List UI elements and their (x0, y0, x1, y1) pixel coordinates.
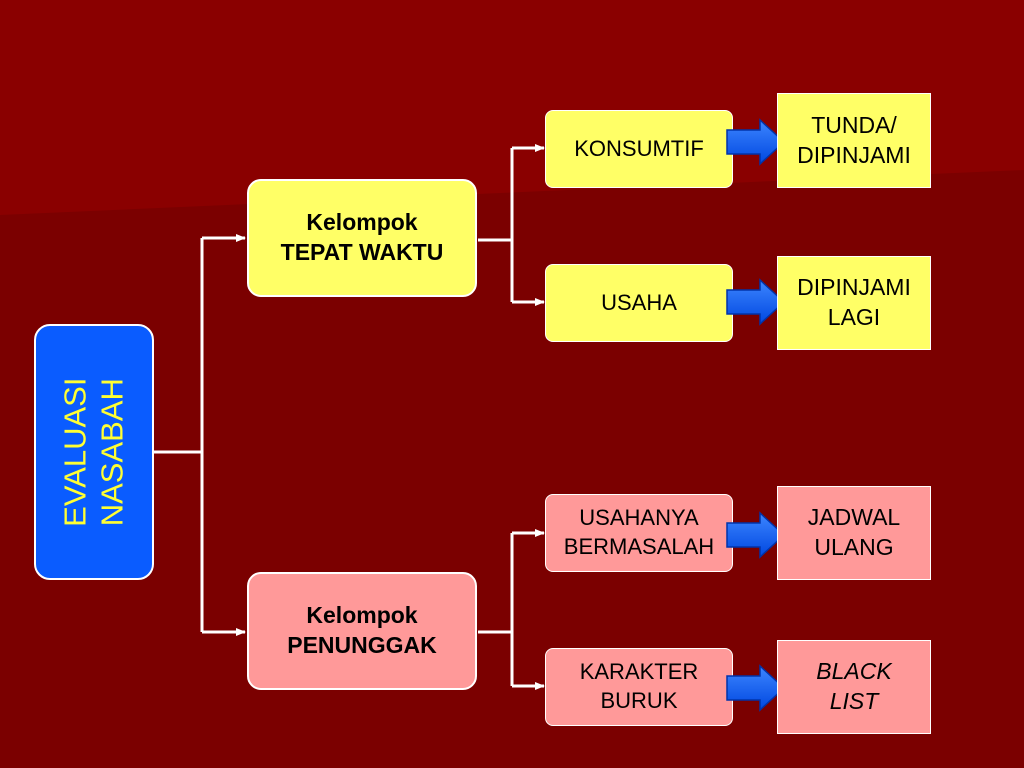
result-tunda-dipinjami: TUNDA/ DIPINJAMI (777, 93, 931, 188)
sub-usahanya-bermasalah: USAHANYA BERMASALAH (545, 494, 733, 572)
block-arrow-1 (726, 118, 786, 166)
result-jadwal-ulang: JADWAL ULANG (777, 486, 931, 580)
group-tepat-waktu-line2: TEPAT WAKTU (280, 239, 444, 265)
sub-konsumtif: KONSUMTIF (545, 110, 733, 188)
block-arrow-4 (726, 664, 786, 712)
group-penunggak-line2: PENUNGGAK (287, 632, 437, 658)
root-label: EVALUASI NASABAH (57, 377, 131, 527)
result-black-list: BLACK LIST (777, 640, 931, 734)
block-arrow-3 (726, 511, 786, 559)
group-tepat-waktu: Kelompok TEPAT WAKTU (247, 179, 477, 297)
sub-usaha: USAHA (545, 264, 733, 342)
group-tepat-waktu-line1: Kelompok (306, 209, 418, 236)
result-dipinjami-lagi: DIPINJAMI LAGI (777, 256, 931, 350)
block-arrow-2 (726, 278, 786, 326)
sub-karakter-buruk: KARAKTER BURUK (545, 648, 733, 726)
root-evaluasi-nasabah: EVALUASI NASABAH (34, 324, 154, 580)
group-penunggak-line1: Kelompok (306, 602, 418, 629)
group-penunggak: Kelompok PENUNGGAK (247, 572, 477, 690)
